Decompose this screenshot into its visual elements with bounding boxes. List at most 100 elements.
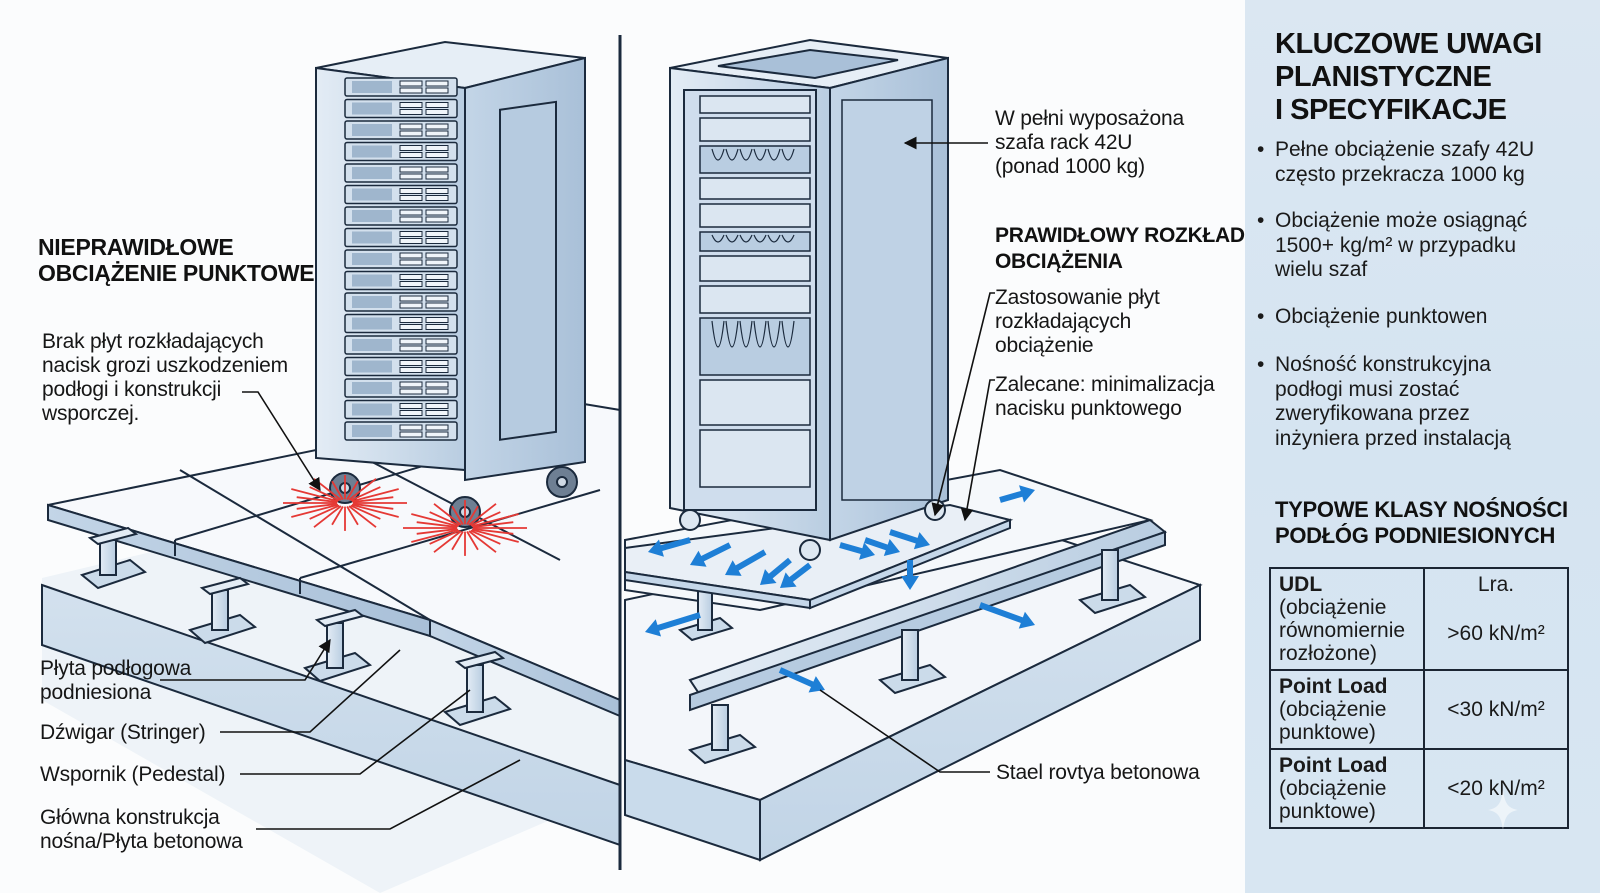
note-item: •Pełne obciążenie szafy 42U często przek… — [1257, 138, 1535, 186]
load-arrow — [864, 537, 900, 556]
table-cell: <20 kN/m² — [1423, 748, 1569, 829]
leader-lines — [160, 136, 995, 830]
load-arrow — [690, 542, 732, 567]
stress-line — [350, 504, 381, 520]
load-arrow — [645, 612, 701, 637]
incorrect-load-heading: NIEPRAWIDŁOWE OBCIĄŻENIE PUNKTOWE — [38, 234, 315, 286]
load-arrow — [839, 542, 875, 560]
server-unit — [699, 255, 811, 282]
server-unit — [344, 249, 458, 269]
stress-line — [351, 488, 399, 503]
pedestals-left — [79, 526, 513, 727]
stress-line — [468, 503, 497, 526]
stress-line — [472, 528, 514, 535]
table-cell: <30 kN/m² — [1423, 669, 1569, 750]
stress-line — [291, 503, 339, 518]
specifications-panel: KLUCZOWE UWAGI PLANISTYCZNE I SPECYFIKAC… — [1245, 0, 1600, 893]
main-structure-label: Główna konstrukcja nośna/Płyta betonowa — [40, 806, 243, 853]
load-arrow — [889, 529, 930, 550]
pedestals-right — [677, 549, 1148, 765]
server-unit — [344, 98, 458, 119]
stress-line — [411, 528, 459, 543]
sparkle-watermark-icon — [1488, 790, 1518, 830]
server-unit — [344, 163, 458, 183]
stress-line — [346, 506, 359, 526]
load-arrow — [648, 537, 691, 557]
server-unit — [699, 231, 811, 252]
rack-weight-label: W pełni wyposażona szafa rack 42U (ponad… — [995, 107, 1184, 178]
stress-line — [416, 528, 458, 535]
correct-distribution-heading: PRAWIDŁOWY ROZKŁAD OBCIĄŻENIA — [995, 224, 1245, 273]
server-unit — [344, 399, 458, 420]
server-rack-incorrect — [315, 40, 586, 528]
stringer-label: Dźwigar (Stringer) — [40, 721, 206, 744]
incorrect-load-description: Brak płyt rozkładających nacisk grozi us… — [42, 330, 288, 425]
stress-line — [451, 531, 464, 551]
server-unit — [344, 120, 458, 140]
bullet-icon: • — [1257, 138, 1265, 161]
server-unit — [699, 117, 811, 142]
server-unit — [699, 203, 811, 228]
stress-line — [291, 488, 339, 503]
stress-line — [433, 503, 462, 526]
stress-line — [351, 503, 399, 518]
load-class-table: UDL (obciążenie równomiernie rozłożone) … — [1269, 567, 1569, 829]
table-row: Point Load (obciążenie punktowe) <30 kN/… — [1269, 669, 1569, 750]
stress-line — [451, 505, 464, 525]
stress-line — [471, 513, 519, 528]
server-unit — [699, 177, 811, 200]
server-unit — [344, 356, 458, 377]
server-unit — [344, 313, 458, 334]
load-arrow — [901, 560, 919, 590]
load-arrow — [978, 602, 1035, 629]
table-cell: UDL (obciążenie równomiernie rozłożone) — [1269, 567, 1425, 671]
recommendation-label: Zalecane: minimalizacja nacisku punktowe… — [995, 373, 1215, 420]
server-unit — [699, 429, 811, 488]
server-unit — [344, 292, 458, 312]
table-header-value: Lra. — [1477, 573, 1515, 596]
table-cell: Point Load (obciążenie punktowe) — [1269, 669, 1425, 750]
server-units — [344, 77, 458, 441]
stress-line — [471, 528, 519, 543]
load-arrow — [725, 549, 767, 576]
stress-line — [331, 506, 344, 526]
server-unit — [699, 317, 811, 376]
server-unit — [344, 270, 458, 291]
stress-line — [309, 504, 340, 520]
load-class-table-title: TYPOWE KLASY NOŚNOŚCI PODŁÓG PODNIESIONY… — [1275, 497, 1568, 548]
pedestal-label: Wspornik (Pedestal) — [40, 763, 226, 786]
stress-line — [348, 478, 377, 501]
server-unit — [344, 378, 458, 398]
server-unit — [699, 145, 811, 174]
server-unit — [344, 335, 458, 355]
server-unit — [344, 141, 458, 162]
table-cell: Lra. >60 kN/m² — [1423, 567, 1569, 671]
table-row: Point Load (obciążenie punktowe) <20 kN/… — [1269, 748, 1569, 829]
stress-line — [352, 496, 394, 503]
stress-line — [331, 480, 344, 500]
stress-line — [470, 511, 501, 527]
stress-line — [346, 480, 359, 500]
stress-line — [466, 531, 479, 551]
server-unit — [699, 95, 811, 114]
table-row: UDL (obciążenie równomiernie rozłożone) … — [1269, 567, 1569, 671]
table-cell: Point Load (obciążenie punktowe) — [1269, 748, 1425, 829]
server-units — [699, 95, 811, 488]
stress-line — [352, 503, 394, 510]
bullet-icon: • — [1257, 353, 1265, 376]
key-notes-list: •Pełne obciążenie szafy 42U często przek… — [1255, 138, 1590, 473]
server-unit — [344, 421, 458, 441]
raised-floor-tile-label: Płyta podłogowa podniesiona — [40, 657, 192, 704]
server-unit — [699, 379, 811, 426]
panel-title: KLUCZOWE UWAGI PLANISTYCZNE I SPECYFIKAC… — [1275, 28, 1542, 126]
bullet-icon: • — [1257, 209, 1265, 232]
server-unit — [344, 184, 458, 205]
raised-floor-illustration — [41, 35, 1203, 893]
load-arrow — [780, 562, 812, 588]
note-item: •Obciążenie może osiągnąć 1500+ kg/m² w … — [1257, 209, 1528, 281]
stress-line — [429, 529, 460, 545]
concrete-slab-label: Stael rovtya betonowa — [996, 761, 1200, 784]
stress-line — [466, 505, 479, 525]
server-unit — [344, 227, 458, 248]
stress-line — [433, 530, 462, 553]
